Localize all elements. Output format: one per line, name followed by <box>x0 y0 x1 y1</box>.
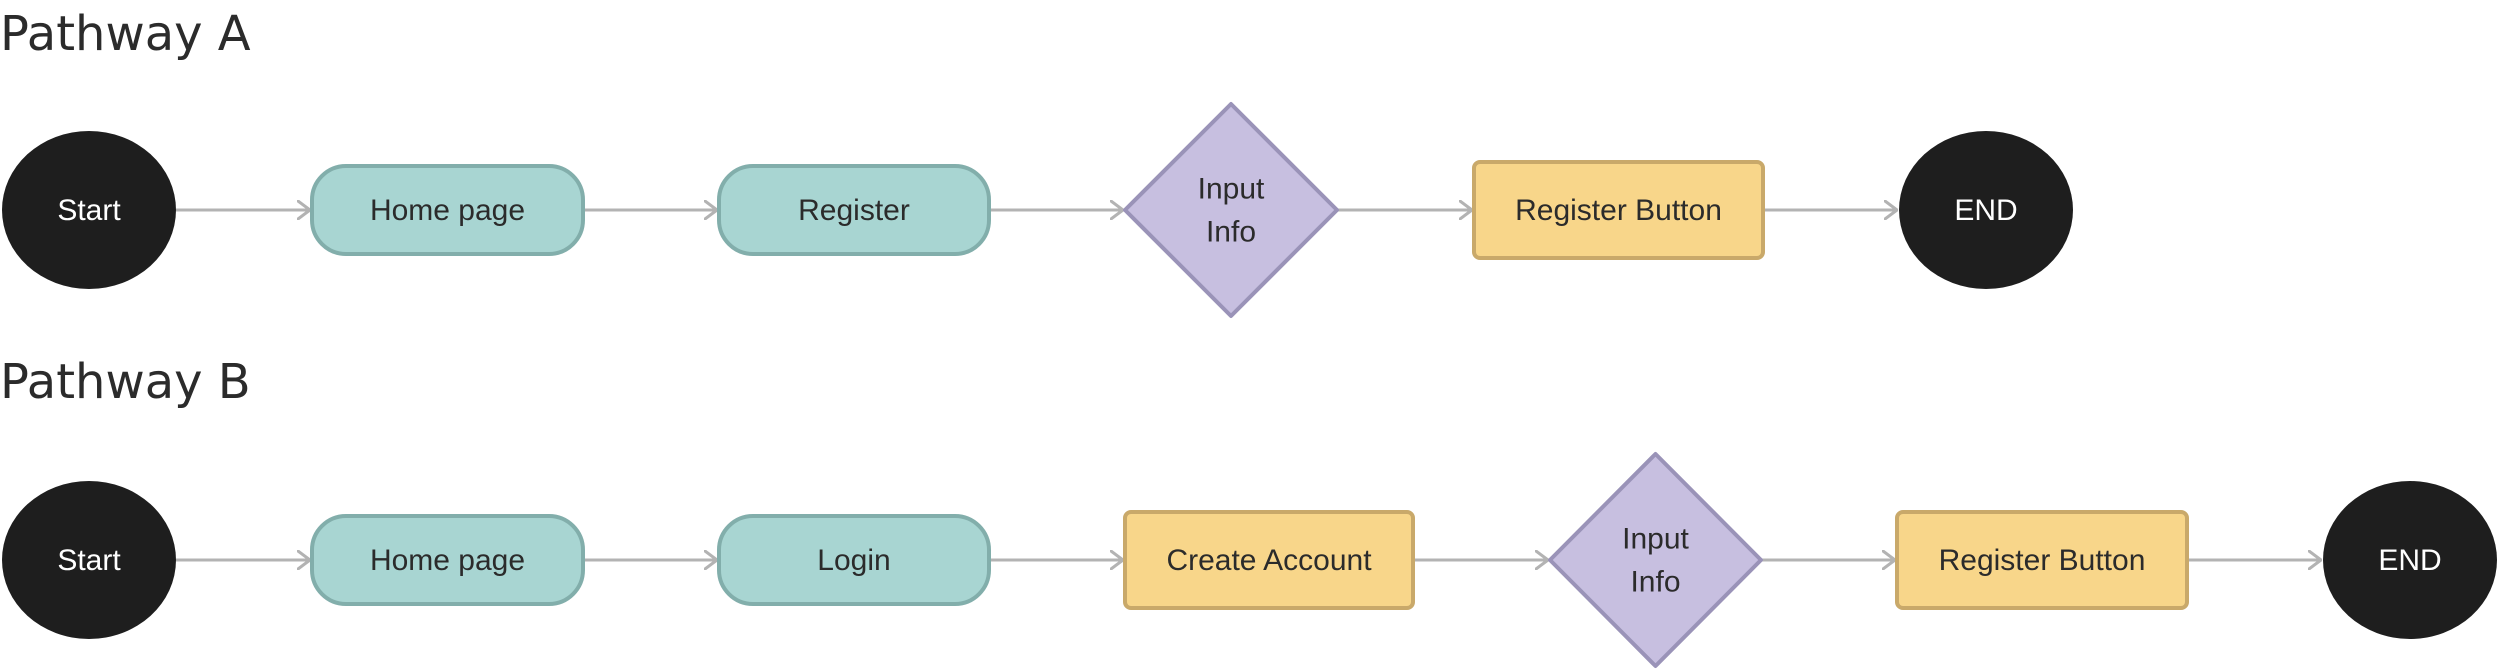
action-node: Create Account <box>1123 510 1415 610</box>
node-label: END <box>2378 544 2441 577</box>
terminal-node: END <box>1899 131 2073 289</box>
terminal-node: Start <box>2 131 176 289</box>
pathway-a-title: Pathway A <box>0 6 251 62</box>
page-shape <box>310 514 585 606</box>
page-node: Home page <box>310 164 585 256</box>
node-label: Home page <box>370 544 525 577</box>
action-node: Register Button <box>1472 160 1765 260</box>
terminal-shape <box>1899 131 2073 289</box>
action-node: Register Button <box>1895 510 2189 610</box>
page-node: Login <box>717 514 991 606</box>
action-shape <box>1472 160 1765 260</box>
decision-shape <box>1548 452 1763 668</box>
node-label: Start <box>57 194 121 227</box>
terminal-node: END <box>2323 481 2497 639</box>
node-label: Register <box>798 194 910 227</box>
node-label: Start <box>57 544 121 577</box>
page-shape <box>717 514 991 606</box>
page-shape <box>717 164 991 256</box>
terminal-node: Start <box>2 481 176 639</box>
terminal-shape <box>2323 481 2497 639</box>
decision-shape <box>1123 102 1339 318</box>
page-node: Home page <box>310 514 585 606</box>
node-label: Home page <box>370 194 525 227</box>
action-shape <box>1895 510 2189 610</box>
terminal-shape <box>2 131 176 289</box>
node-label: Register Button <box>1939 544 2146 577</box>
node-label: Login <box>817 544 890 577</box>
node-label: Create Account <box>1166 544 1372 577</box>
page-shape <box>310 164 585 256</box>
node-label: Register Button <box>1515 194 1722 227</box>
page-node: Register <box>717 164 991 256</box>
pathway-b-title: Pathway B <box>0 354 251 410</box>
terminal-shape <box>2 481 176 639</box>
node-label: END <box>1954 194 2017 227</box>
action-shape <box>1123 510 1415 610</box>
